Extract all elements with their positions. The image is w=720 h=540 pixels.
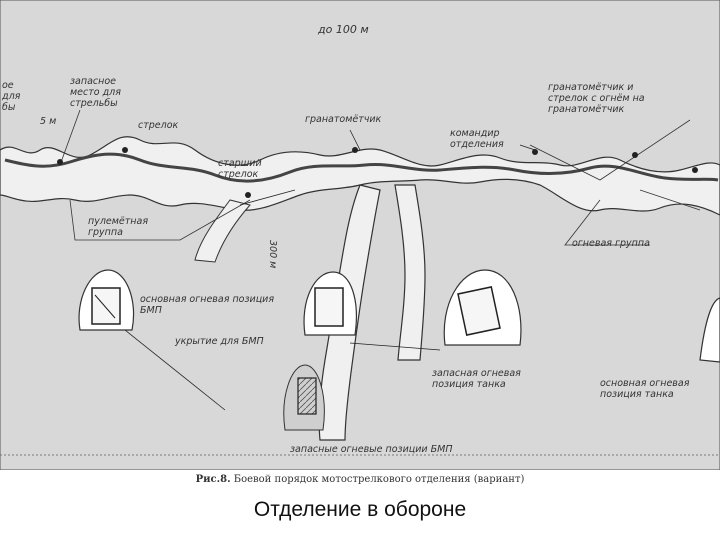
tank-reserve-position bbox=[443, 269, 522, 346]
label-grenadier: гранатомётчик bbox=[305, 114, 382, 125]
caption-text: Боевой порядок мотострелкового отделения… bbox=[230, 474, 525, 485]
label-vertical-distance: 300 м bbox=[267, 240, 278, 269]
label-bmp-reserve: запасные огневые позиции БМП bbox=[290, 444, 453, 455]
label-senior-rifleman: старший стрелок bbox=[218, 158, 262, 180]
soldier-markers bbox=[57, 147, 698, 198]
label-distance-top: до 100 м bbox=[318, 23, 369, 36]
label-machine-gun: пулемётная группа bbox=[88, 216, 149, 238]
label-shelter: укрытие для БМП bbox=[175, 336, 264, 347]
leader-lines bbox=[124, 129, 536, 411]
label-main-tank: основная огневая позиция танка bbox=[600, 378, 690, 400]
label-reserve-tank: запасная огневая позиция танка bbox=[432, 368, 521, 390]
label-left-edge: ое для бы bbox=[2, 80, 21, 113]
slide-title: Отделение в обороне bbox=[253, 498, 467, 521]
figure-caption: Рис.8. Боевой порядок мотострелкового от… bbox=[0, 474, 720, 485]
defense-diagram: до 100 м запасное место для стрельбы ое … bbox=[0, 0, 720, 471]
label-bmp-main: основная огневая позиция БМП bbox=[140, 294, 275, 316]
label-reserve-posts: запасное место для стрельбы bbox=[70, 76, 121, 109]
bmp-reserve-position bbox=[283, 364, 325, 431]
diagram-graphic bbox=[0, 0, 720, 471]
label-gunner-shooters: гранатомётчик и стрелок с огнём на грана… bbox=[548, 82, 645, 115]
caption-number: Рис.8. bbox=[195, 474, 231, 485]
shelter-position bbox=[303, 271, 357, 336]
label-fire-group: огневая группа bbox=[572, 238, 650, 249]
label-rifleman: стрелок bbox=[138, 120, 179, 131]
label-five-m: 5 м bbox=[40, 116, 57, 127]
label-commander: командир отделения bbox=[450, 128, 504, 150]
fire-sector-lines bbox=[59, 109, 701, 246]
trench-line bbox=[4, 152, 719, 183]
communication-trench-2 bbox=[394, 184, 426, 361]
bmp-main-position bbox=[78, 269, 135, 331]
